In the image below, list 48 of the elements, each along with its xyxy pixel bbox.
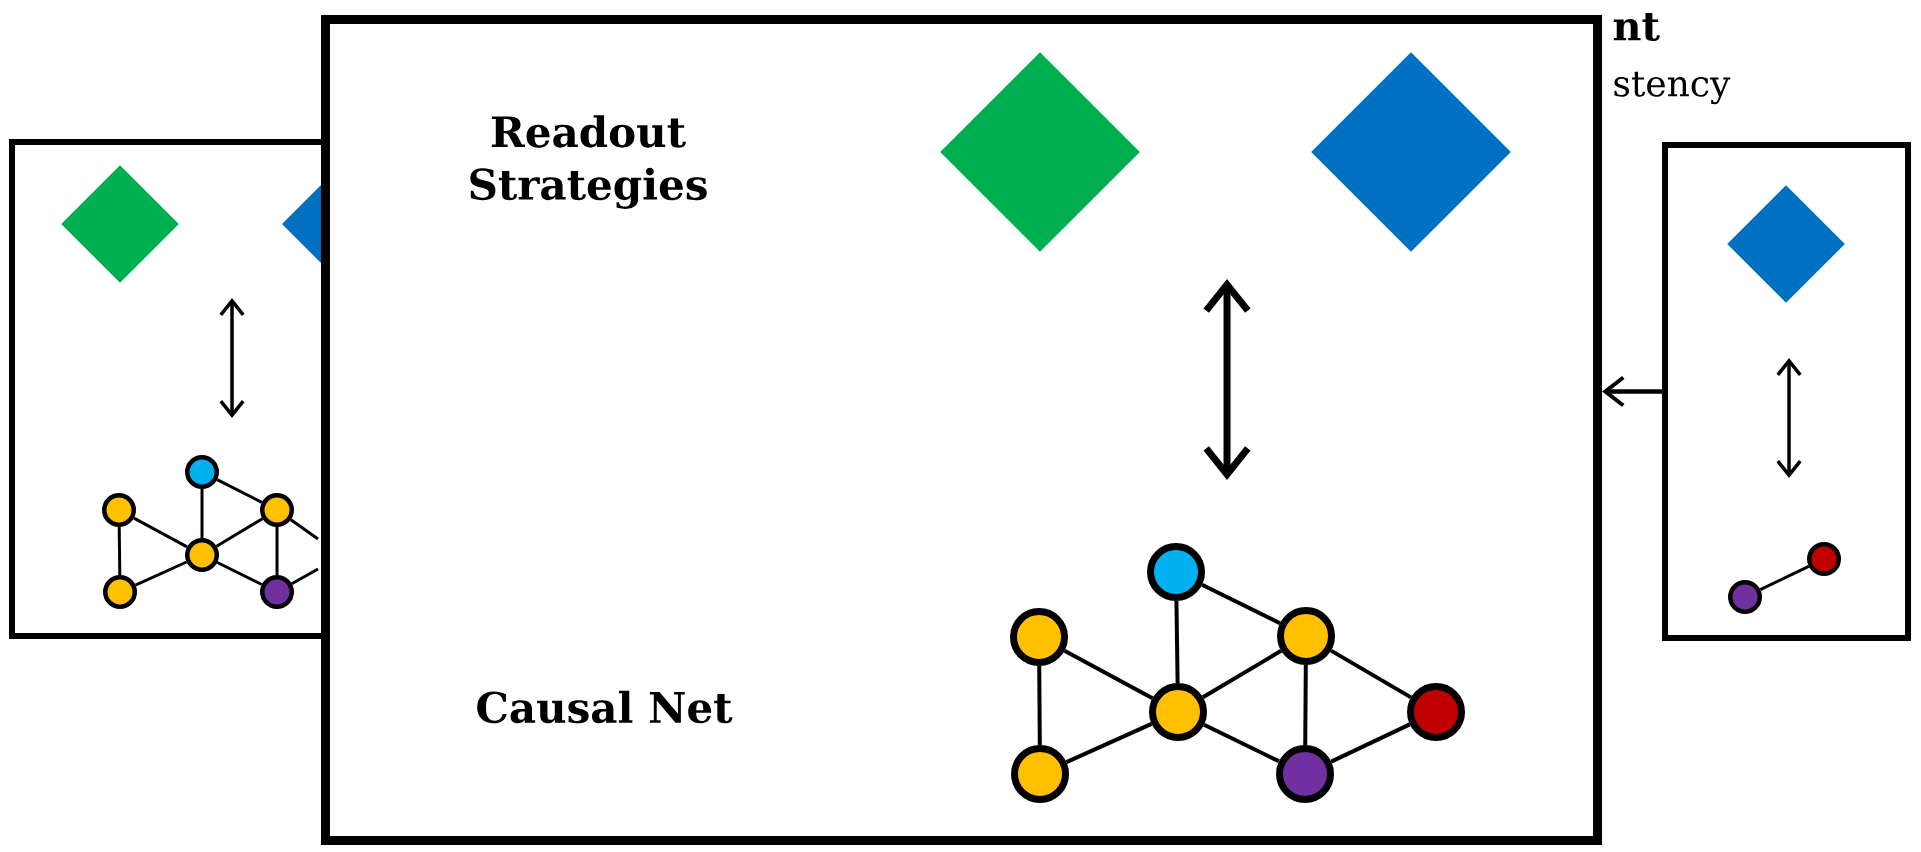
heading-fragment: nt [1613, 13, 1660, 41]
graph-node [185, 455, 219, 489]
connector-line [1330, 648, 1412, 700]
connector-line [216, 561, 263, 586]
graph-node [1149, 683, 1207, 741]
connector-line [290, 518, 319, 541]
connector-line [1037, 666, 1042, 746]
diamond [282, 185, 321, 263]
graph-node [260, 575, 294, 609]
connector-line [1759, 565, 1810, 591]
diamond [1727, 185, 1845, 303]
connector-line [1201, 583, 1281, 625]
diamond [940, 52, 1140, 252]
graph-node [1147, 543, 1205, 601]
panel-box [1662, 142, 1912, 641]
graph-node [1276, 745, 1334, 803]
connector-line [275, 527, 279, 575]
graph-node [103, 575, 137, 609]
graph-node [260, 493, 294, 527]
connector-line [134, 560, 188, 587]
connector-line [1063, 649, 1154, 700]
graph-node [1407, 683, 1465, 741]
connector-line [291, 567, 319, 585]
graph-node [1807, 542, 1842, 576]
connector-line [1303, 665, 1308, 746]
graph-node [1728, 580, 1763, 614]
graph-node [1277, 607, 1335, 665]
graph-node [1010, 608, 1068, 666]
section-label: Readout Strategies [470, 115, 707, 209]
text-fragment: stency [1614, 71, 1731, 105]
connector-line [1065, 722, 1153, 764]
connector-line [1330, 722, 1411, 764]
graph-node [102, 493, 136, 527]
connector-line [215, 517, 264, 548]
connector-line [133, 516, 188, 549]
graph-node [1011, 745, 1069, 803]
connector-line [200, 489, 204, 538]
connector-line [216, 478, 263, 504]
graph-node [185, 538, 219, 572]
connector-line [1203, 722, 1280, 764]
section-label: Causal Net [477, 690, 733, 724]
connector-line [1201, 649, 1283, 699]
connector-line [117, 526, 122, 576]
panel-box [9, 139, 321, 639]
panel-box [321, 15, 1603, 845]
diamond [61, 165, 179, 283]
connector-line [1174, 600, 1180, 684]
diamond [1311, 52, 1511, 252]
